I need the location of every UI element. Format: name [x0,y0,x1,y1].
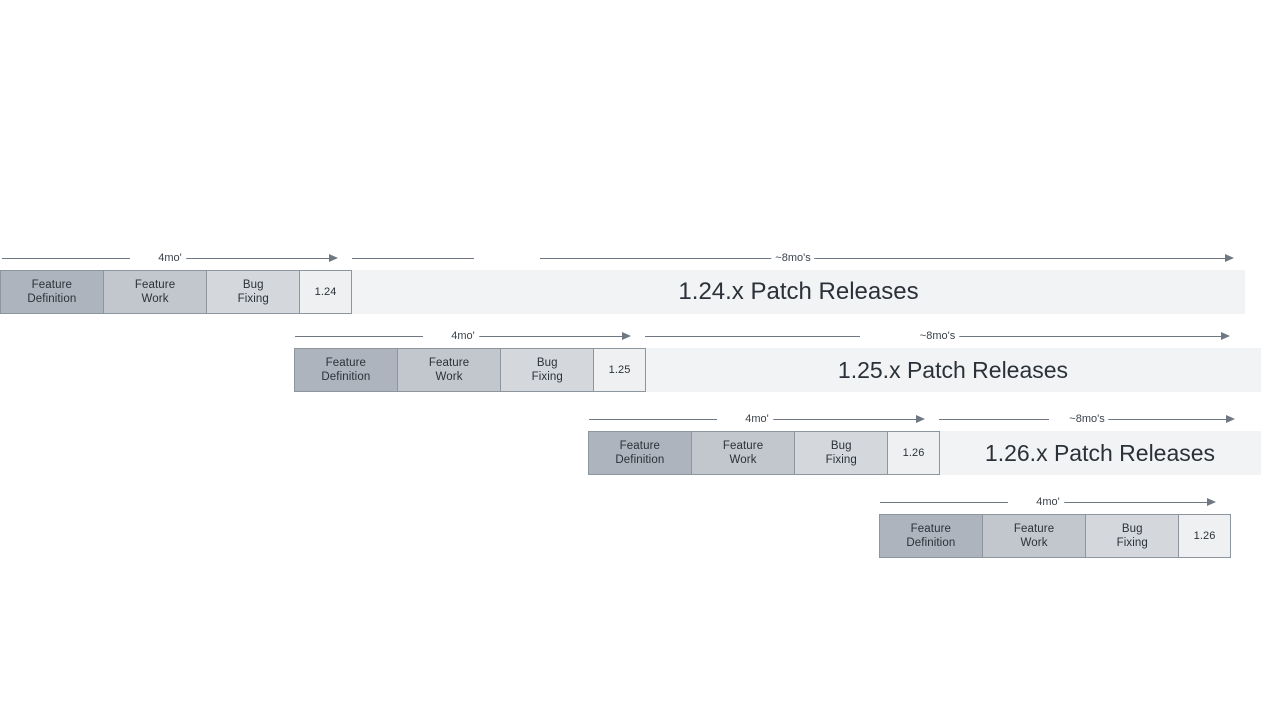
measure-rule-left [645,336,860,337]
phase-label: Feature Work [428,357,470,383]
dev-cycle-label: 4mo' [1032,495,1064,509]
phase-label: Feature Work [1013,523,1055,549]
patch-window-label: ~8mo's [771,251,815,265]
phase-label: Bug Fixing [237,279,269,305]
dev-cycle-measure-1-26: 4mo' [589,409,925,431]
patch-release-label: 1.25.x Patch Releases [837,357,1069,383]
measure-rule-left [295,336,423,337]
arrow-head-icon [329,254,338,262]
phase-label: Bug Fixing [531,357,563,383]
dev-cycle-label: 4mo' [154,251,186,265]
version-marker[interactable]: 1.25 [593,348,646,392]
phase-feature-definition[interactable]: Feature Definition [588,431,692,475]
measure-rule-right [466,336,624,337]
phase-feature-work[interactable]: Feature Work [981,514,1087,558]
dev-cycle-label: 4mo' [741,412,773,426]
phase-label: Feature Work [722,440,764,466]
phase-feature-work[interactable]: Feature Work [690,431,796,475]
phase-bug-fixing[interactable]: Bug Fixing [206,270,301,314]
patch-release-band-1-24: 1.24.x Patch Releases [352,270,1245,314]
arrow-head-icon [1221,332,1230,340]
measure-rule-left [589,419,717,420]
patch-window-measure-1-26: ~8mo's [939,409,1235,431]
version-marker[interactable]: 1.26 [887,431,940,475]
phase-feature-work[interactable]: Feature Work [396,348,502,392]
measure-rule-right [1051,502,1209,503]
release-row-1-26: 4mo' ~8mo's 1.26.x Patch Releases Featur… [0,409,1262,475]
measure-rule-right [1098,419,1228,420]
measure-rule-right [173,258,331,259]
phase-label: Feature Definition [27,279,77,305]
release-row-1-26-next: 4mo' Feature Definition Feature Work Bug… [0,492,1240,558]
phase-label: Feature Work [134,279,176,305]
arrow-head-icon [1226,415,1235,423]
arrow-head-icon [1207,498,1216,506]
patch-window-measure-1-24: ~8mo's [352,248,1234,270]
measure-rule-right [760,419,918,420]
patch-window-measure-1-25: ~8mo's [645,326,1230,348]
measure-rule-left [2,258,130,259]
release-row-1-24: 4mo' ~8mo's 1.24.x Patch Releases Featur… [0,248,1250,314]
measure-rule-left [352,258,474,259]
arrow-head-icon [916,415,925,423]
patch-release-label: 1.26.x Patch Releases [984,440,1216,466]
phase-track-1-25: Feature Definition Feature Work Bug Fixi… [294,348,646,392]
version-label: 1.26 [902,447,925,459]
patch-window-label: ~8mo's [915,329,960,343]
phase-track-1-24: Feature Definition Feature Work Bug Fixi… [0,270,352,314]
patch-release-band-1-25: 1.25.x Patch Releases [645,348,1261,392]
version-marker[interactable]: 1.24 [299,270,352,314]
dev-cycle-measure-1-26-next: 4mo' [880,492,1216,514]
phase-bug-fixing[interactable]: Bug Fixing [794,431,889,475]
version-marker[interactable]: 1.26 [1178,514,1231,558]
phase-bug-fixing[interactable]: Bug Fixing [1085,514,1180,558]
phase-label: Feature Definition [615,440,665,466]
dev-cycle-measure-1-25: 4mo' [295,326,631,348]
patch-window-label: ~8mo's [1065,412,1109,426]
phase-label: Feature Definition [321,357,371,383]
phase-label: Feature Definition [906,523,956,549]
patch-release-band-1-26: 1.26.x Patch Releases [939,431,1261,475]
phase-track-1-26: Feature Definition Feature Work Bug Fixi… [588,431,940,475]
phase-feature-definition[interactable]: Feature Definition [0,270,104,314]
release-row-1-25: 4mo' ~8mo's 1.25.x Patch Releases Featur… [0,326,1262,392]
dev-cycle-measure-1-24: 4mo' [2,248,338,270]
phase-feature-work[interactable]: Feature Work [102,270,208,314]
measure-rule-left [939,419,1049,420]
dev-cycle-label: 4mo' [447,329,479,343]
measure-rule-left [880,502,1008,503]
version-label: 1.25 [608,364,631,376]
phase-feature-definition[interactable]: Feature Definition [294,348,398,392]
measure-rule-right [540,258,1227,259]
phase-track-1-26-next: Feature Definition Feature Work Bug Fixi… [879,514,1231,558]
version-label: 1.24 [314,286,337,298]
arrow-head-icon [622,332,631,340]
phase-label: Bug Fixing [825,440,857,466]
measure-rule-right [959,336,1223,337]
phase-feature-definition[interactable]: Feature Definition [879,514,983,558]
phase-label: Bug Fixing [1116,523,1148,549]
version-label: 1.26 [1193,530,1216,542]
phase-bug-fixing[interactable]: Bug Fixing [500,348,595,392]
arrow-head-icon [1225,254,1234,262]
patch-release-label: 1.24.x Patch Releases [678,278,919,305]
